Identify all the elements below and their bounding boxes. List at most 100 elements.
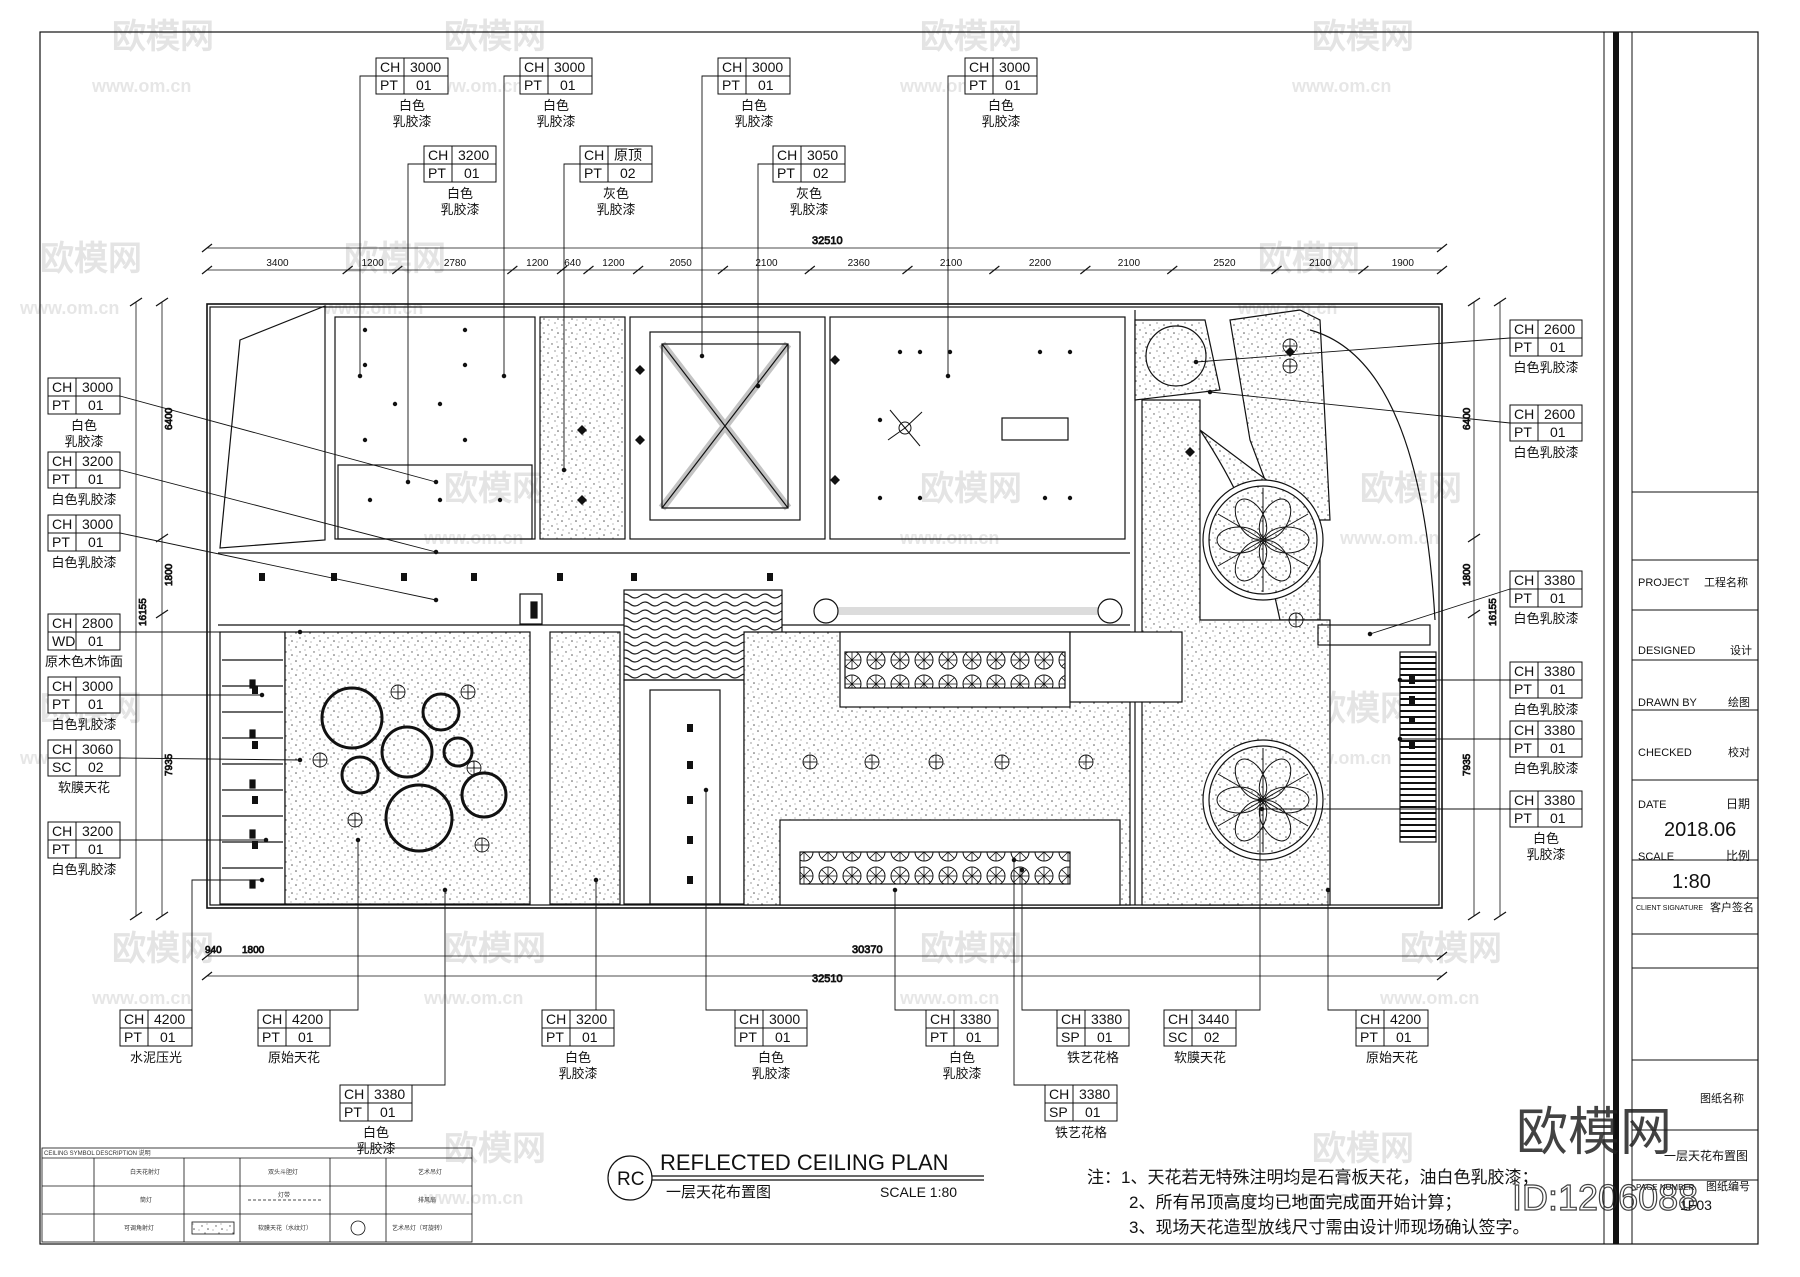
tag-note-b10: 铁艺花格 bbox=[1055, 1125, 1107, 1140]
tag-note-t6: 灰色 bbox=[603, 186, 629, 201]
tag-height-r5: 3380 bbox=[1544, 722, 1575, 738]
dim-total-top: 32510 bbox=[812, 235, 843, 247]
tag-code-t6: CH bbox=[584, 147, 604, 163]
watermark-brand-14: 欧模网 bbox=[1400, 930, 1502, 968]
tag-note2-l1: 乳胶漆 bbox=[64, 434, 103, 449]
tag-code-l2: CH bbox=[52, 453, 72, 469]
client-signature-cn: 客户签名 bbox=[1710, 900, 1754, 914]
tag-code-b8: CH bbox=[1360, 1011, 1380, 1027]
spotlight-fixture bbox=[462, 362, 468, 368]
brand-watermark-text: 欧模网 bbox=[1516, 1104, 1672, 1162]
leader-arrow bbox=[699, 353, 705, 359]
spotlight-fixture bbox=[437, 401, 443, 407]
tag-material-code-b1: PT bbox=[124, 1029, 142, 1045]
tag-note-r2: 白色乳胶漆 bbox=[1513, 445, 1578, 460]
dim-tick bbox=[1271, 265, 1282, 275]
watermark-site-11: www.om.cn bbox=[91, 988, 191, 1008]
tag-material-code-r4: PT bbox=[1514, 681, 1532, 697]
legend-table bbox=[41, 1147, 473, 1243]
tag-height-t3: 3000 bbox=[752, 59, 783, 75]
double-head-fixture bbox=[687, 724, 693, 732]
tag-height-r4: 3380 bbox=[1544, 663, 1575, 679]
tag-material-code-b10: SP bbox=[1049, 1104, 1068, 1120]
tag-code-b9: CH bbox=[344, 1086, 364, 1102]
page-number-label-en: PAGE NUMBER bbox=[1636, 1183, 1695, 1192]
tag-material-code-t4: PT bbox=[969, 77, 987, 93]
leader-arrow bbox=[1397, 736, 1403, 742]
leader-line bbox=[705, 790, 735, 1011]
tag-material-code-b6: SP bbox=[1061, 1029, 1080, 1045]
tag-note-l7: 白色乳胶漆 bbox=[51, 862, 116, 877]
leader-arrow bbox=[945, 373, 951, 379]
skylight-rib bbox=[1262, 773, 1309, 801]
tag-material-code-b3: PT bbox=[546, 1029, 564, 1045]
tag-material-code-t2: PT bbox=[524, 77, 542, 93]
adjustable-spotlight bbox=[635, 365, 645, 375]
watermark-brand-7: 欧模网 bbox=[444, 470, 546, 508]
tag-note-r5: 白色乳胶漆 bbox=[1513, 761, 1578, 776]
plan-title: RC REFLECTED CEILING PLAN 一层天花布置图 SCALE … bbox=[607, 1150, 984, 1201]
plan-title-scale: SCALE 1:80 bbox=[880, 1184, 957, 1200]
leader-arrow bbox=[433, 479, 439, 485]
legend-r1-a: 白天花射灯 bbox=[130, 1168, 160, 1176]
spotlight-fixture bbox=[462, 437, 468, 443]
tag-height-l1: 3000 bbox=[82, 379, 113, 395]
dim-right-c: 7935 bbox=[1462, 753, 1473, 776]
spotlight-fixture bbox=[392, 401, 398, 407]
leader-line bbox=[894, 890, 926, 1011]
dim-tick bbox=[391, 265, 403, 275]
checked-label-cn: 校对 bbox=[1728, 745, 1750, 759]
tag-height-t1: 3000 bbox=[410, 59, 441, 75]
project-label-cn: 工程名称 bbox=[1704, 575, 1748, 589]
dim-left-total: 16155 bbox=[138, 598, 149, 626]
spotlight-fixture bbox=[362, 362, 368, 368]
tag-material-num-l4: 01 bbox=[88, 633, 104, 649]
plan-title-sub: 一层天花布置图 bbox=[666, 1184, 771, 1201]
legend-r3-a: 可调角射灯 bbox=[124, 1224, 154, 1232]
leader-line bbox=[119, 395, 437, 483]
tag-note-l6: 软膜天花 bbox=[58, 780, 110, 795]
drawing-title-label-cn: 图纸名称 bbox=[1700, 1091, 1744, 1105]
tag-material-code-t6: PT bbox=[584, 165, 602, 181]
skylight-rib bbox=[1262, 513, 1309, 541]
watermark-brand-1: 欧模网 bbox=[444, 18, 546, 56]
leader-arrow bbox=[892, 887, 898, 893]
leader-line bbox=[359, 75, 376, 376]
dim-segment-11: 2100 bbox=[1118, 258, 1141, 269]
legend-r3-b: 软膜天花（水纹灯） bbox=[258, 1224, 312, 1232]
tag-material-num-b6: 01 bbox=[1097, 1029, 1113, 1045]
tag-material-num-t6: 02 bbox=[620, 165, 636, 181]
leader-arrow bbox=[442, 887, 448, 893]
tag-note-b9: 白色 bbox=[363, 1125, 389, 1140]
tag-material-code-t5: PT bbox=[428, 165, 446, 181]
tag-note-b7: 软膜天花 bbox=[1174, 1050, 1226, 1065]
spotlight-fixture bbox=[917, 495, 923, 501]
double-head-fixture bbox=[252, 841, 258, 849]
tag-code-l6: CH bbox=[52, 741, 72, 757]
dim-right-b: 1800 bbox=[1462, 563, 1473, 586]
skylight-petal bbox=[1258, 758, 1292, 800]
tag-height-b9: 3380 bbox=[374, 1086, 405, 1102]
watermark-site-17: www.om.cn bbox=[423, 1188, 523, 1208]
tag-code-t5: CH bbox=[428, 147, 448, 163]
watermark-site-7: www.om.cn bbox=[423, 528, 523, 548]
tag-height-r3: 3380 bbox=[1544, 572, 1575, 588]
tag-code-b6: CH bbox=[1061, 1011, 1081, 1027]
dim-right-total: 16155 bbox=[1488, 598, 1499, 626]
tag-height-l2: 3200 bbox=[82, 453, 113, 469]
dim-left-a: 6400 bbox=[164, 407, 175, 430]
tag-height-t5: 3200 bbox=[458, 147, 489, 163]
tag-note-l2: 白色乳胶漆 bbox=[51, 492, 116, 507]
tag-material-num-l7: 01 bbox=[88, 841, 104, 857]
watermark-site-5: www.om.cn bbox=[1237, 298, 1337, 318]
scale-label-en: SCALE bbox=[1638, 851, 1674, 863]
legend-r2-c: 排风扇 bbox=[418, 1196, 436, 1204]
tag-note-b8: 原始天花 bbox=[1366, 1050, 1418, 1065]
tag-height-l5: 3000 bbox=[82, 678, 113, 694]
leader-arrow bbox=[259, 877, 265, 883]
